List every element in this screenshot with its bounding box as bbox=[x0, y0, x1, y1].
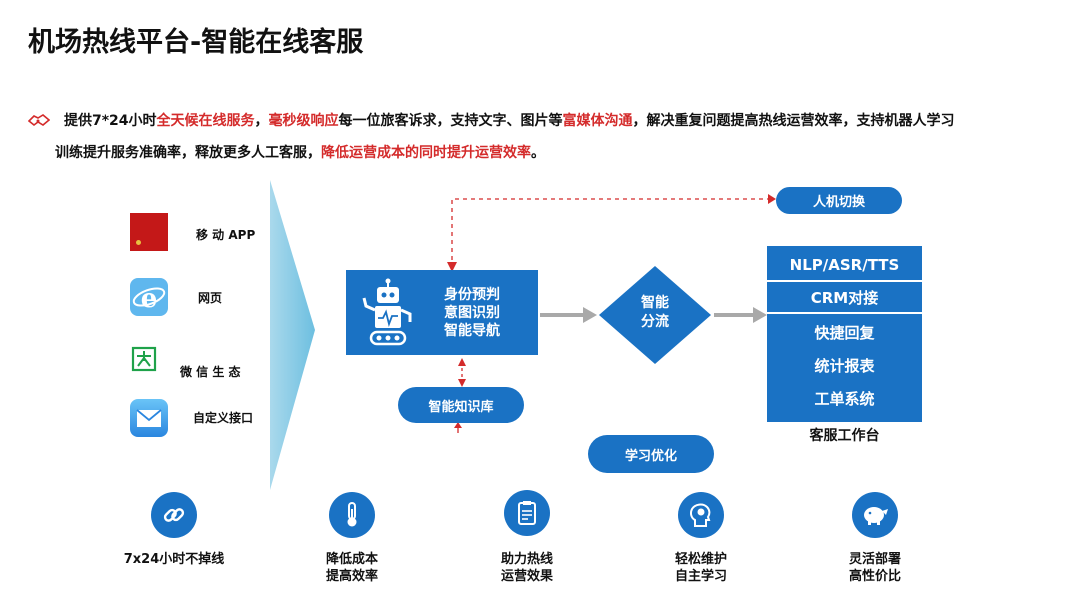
feature-label-uptime: 7x24小时不掉线 bbox=[94, 551, 254, 568]
feature-label-cost: 降低成本 提高效率 bbox=[292, 551, 412, 585]
intro-text-6: 。 bbox=[531, 145, 545, 161]
channel-label-app: 移 动 APP bbox=[196, 228, 256, 242]
feature-label-line: 降低成本 bbox=[325, 552, 378, 567]
feature-label-line: 轻松维护 bbox=[674, 552, 727, 567]
intro-line-2: 训练提升服务准确率，释放更多人工客服，降低运营成本的同时提升运营效率。 bbox=[28, 142, 1053, 164]
intro-text-5: 训练提升服务准确率，释放更多人工客服， bbox=[55, 145, 321, 161]
flow-arrow-chevron bbox=[270, 180, 315, 490]
app-icon bbox=[130, 213, 168, 251]
robot-function-box: 身份预判 意图识别 智能导航 bbox=[346, 270, 538, 355]
intro-highlight-4: 降低运营成本的同时提升运营效率 bbox=[321, 145, 531, 161]
wechat-icon bbox=[130, 345, 158, 373]
intro-highlight-2: 毫秒级响应 bbox=[268, 113, 339, 129]
robot-function-line: 身份预判 bbox=[444, 287, 500, 303]
robot-function-line: 意图识别 bbox=[444, 305, 500, 321]
panel-row: 统计报表 bbox=[814, 356, 875, 375]
handover-pill: 人机切换 bbox=[776, 187, 902, 214]
link-icon bbox=[151, 492, 197, 538]
routing-diamond-line: 分流 bbox=[641, 314, 669, 330]
clipboard-icon bbox=[504, 490, 550, 536]
robot-function-list: 身份预判 意图识别 智能导航 bbox=[444, 286, 500, 340]
knowledge-base-pill: 智能知识库 bbox=[398, 387, 524, 423]
feature-label-line: 运营效果 bbox=[500, 569, 553, 584]
agent-workstation-caption: 客服工作台 bbox=[809, 428, 880, 444]
panel-row: CRM对接 bbox=[810, 288, 879, 307]
intro-text-4: ，解决重复问题提高热线运营效率，支持机器人学习 bbox=[632, 113, 955, 129]
intro-paragraph: 提供7*24小时全天候在线服务，毫秒级响应每一位旅客诉求，支持文字、图片等富媒体… bbox=[28, 110, 1053, 164]
feature-label-line: 自主学习 bbox=[674, 569, 727, 584]
feature-label-line: 灵活部署 bbox=[848, 552, 901, 567]
intro-highlight-1: 全天候在线服务 bbox=[156, 113, 255, 129]
learning-optimization-pill: 学习优化 bbox=[588, 435, 714, 473]
head-bulb-icon bbox=[678, 492, 724, 538]
routing-diamond-line: 智能 bbox=[641, 295, 669, 311]
panel-row: 快捷回复 bbox=[814, 323, 875, 342]
feature-label-line: 助力热线 bbox=[500, 552, 553, 567]
panel-row: NLP/ASR/TTS bbox=[789, 256, 900, 274]
piggy-bank-icon bbox=[852, 492, 898, 538]
intro-text-2: ， bbox=[254, 113, 269, 129]
mail-icon bbox=[130, 399, 168, 437]
robot-icon bbox=[362, 278, 412, 346]
page-title: 机场热线平台-智能在线客服 bbox=[28, 27, 364, 58]
feature-label-operation: 助力热线 运营效果 bbox=[467, 551, 587, 585]
feature-label-line: 7x24小时不掉线 bbox=[123, 552, 225, 567]
intro-text-3: 每一位旅客诉求，支持文字、图片等 bbox=[338, 113, 563, 129]
intro-text-1: 提供7*24小时 bbox=[64, 113, 157, 129]
feature-label-maintenance: 轻松维护 自主学习 bbox=[641, 551, 761, 585]
feature-label-line: 高性价比 bbox=[848, 569, 901, 584]
handshake-icon bbox=[28, 114, 50, 127]
robot-function-line: 智能导航 bbox=[444, 323, 500, 339]
agent-workstation-panel: NLP/ASR/TTS CRM对接 快捷回复 统计报表 工单系统 bbox=[767, 246, 922, 422]
channel-label-api: 自定义接口 bbox=[193, 411, 254, 425]
panel-row: 工单系统 bbox=[814, 389, 875, 408]
browser-icon: e bbox=[130, 278, 168, 316]
routing-diamond bbox=[599, 266, 711, 364]
thermometer-icon bbox=[329, 492, 375, 538]
intro-highlight-3: 富媒体沟通 bbox=[562, 113, 633, 129]
channel-label-web: 网页 bbox=[198, 291, 223, 305]
routing-diamond-label: 智能 分流 bbox=[597, 294, 713, 332]
channel-label-wechat: 微 信 生 态 bbox=[180, 365, 241, 379]
feature-label-deployment: 灵活部署 高性价比 bbox=[815, 551, 935, 585]
feature-label-line: 提高效率 bbox=[325, 569, 378, 584]
